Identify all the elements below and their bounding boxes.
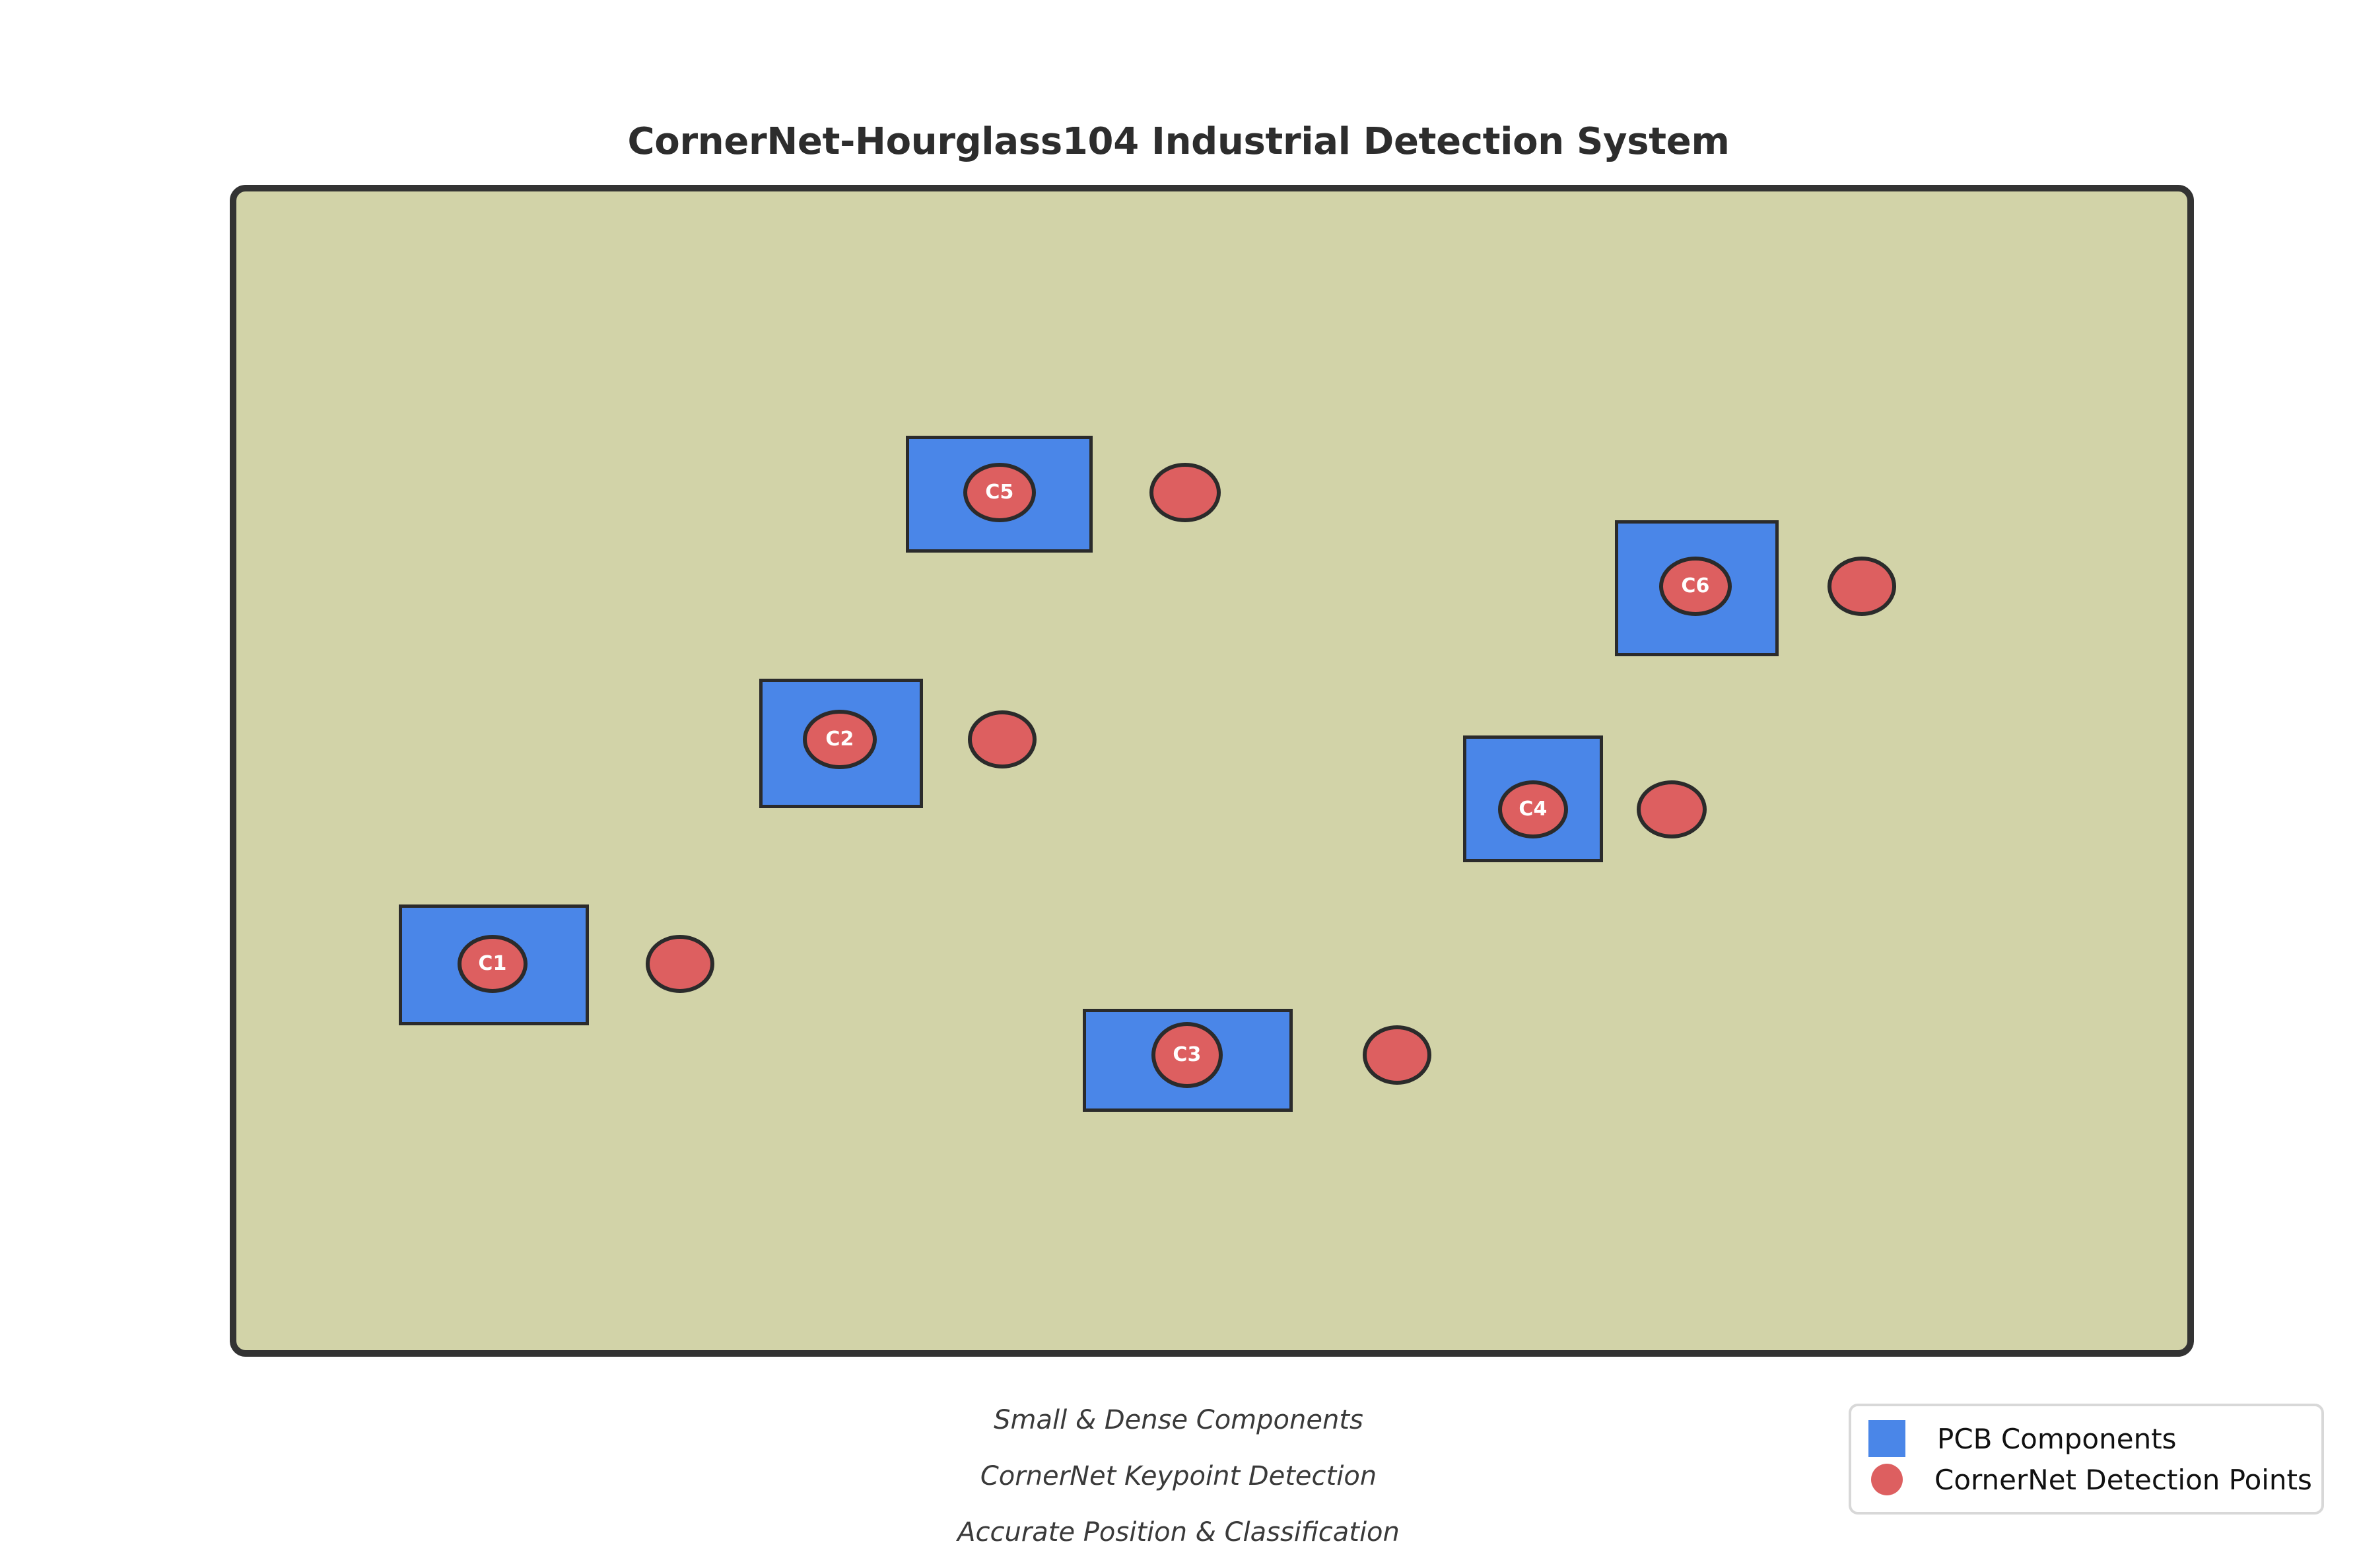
- detection-point-swatch-icon: [1871, 1464, 1903, 1495]
- detection-point-c6[interactable]: [1828, 557, 1896, 616]
- legend-item-cornernet-detection-points[interactable]: CornerNet Detection Points: [1868, 1459, 2312, 1500]
- keypoint-ellipse-c2[interactable]: C2: [803, 710, 877, 769]
- component-label: C3: [1173, 1043, 1202, 1066]
- legend-item-label: PCB Components: [1937, 1422, 2177, 1455]
- detection-point-c2[interactable]: [968, 710, 1037, 768]
- keypoint-ellipse-c6[interactable]: C6: [1659, 557, 1732, 616]
- detection-point-c5[interactable]: [1149, 463, 1221, 522]
- keypoint-ellipse-c1[interactable]: C1: [458, 935, 528, 993]
- component-label: C1: [478, 952, 507, 975]
- component-label: C4: [1519, 798, 1548, 821]
- keypoint-ellipse-c5[interactable]: C5: [963, 463, 1036, 522]
- keypoint-ellipse-c4[interactable]: C4: [1498, 780, 1568, 838]
- legend-item-pcb-components[interactable]: PCB Components: [1868, 1418, 2307, 1459]
- component-label: C5: [985, 481, 1014, 504]
- annotation-small-dense-components: Small & Dense Components: [994, 1405, 1363, 1435]
- legend-item-label: CornerNet Detection Points: [1934, 1463, 2312, 1496]
- component-label: C2: [825, 728, 854, 751]
- annotation-cornernet-keypoint-detection: CornerNet Keypoint Detection: [980, 1461, 1377, 1491]
- detection-point-c4[interactable]: [1637, 780, 1707, 838]
- detection-point-c1[interactable]: [646, 935, 714, 993]
- pcb-component-swatch-icon: [1868, 1420, 1905, 1457]
- component-label: C6: [1681, 574, 1710, 597]
- page-title: CornerNet-Hourglass104 Industrial Detect…: [627, 120, 1730, 163]
- detection-point-c3[interactable]: [1363, 1025, 1431, 1085]
- legend: PCB Components CornerNet Detection Point…: [1849, 1404, 2324, 1515]
- keypoint-ellipse-c3[interactable]: C3: [1151, 1022, 1223, 1088]
- annotation-accurate-position-classification: Accurate Position & Classification: [957, 1517, 1400, 1548]
